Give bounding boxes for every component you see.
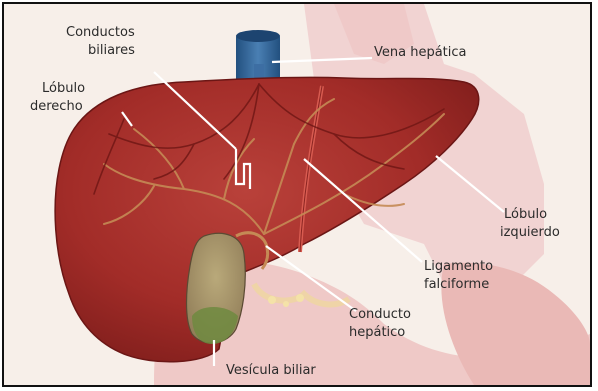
- label-ligamento-1: Ligamento: [424, 259, 493, 274]
- diagram-frame: Conductos biliares Lóbulo derecho Vena h…: [2, 2, 592, 387]
- label-conductos-1: Conductos: [66, 25, 135, 40]
- label-lobulo-izquierdo-2: izquierdo: [500, 225, 560, 240]
- label-lobulo-izquierdo-1: Lóbulo: [504, 207, 547, 222]
- label-conducto-2: hepático: [349, 325, 405, 340]
- label-vesicula-biliar: Vesícula biliar: [226, 363, 316, 378]
- label-ligamento-2: falciforme: [424, 277, 489, 292]
- label-vena-hepatica: Vena hepática: [374, 45, 467, 60]
- liver-diagram: Conductos biliares Lóbulo derecho Vena h…: [4, 4, 590, 385]
- label-conducto-1: Conducto: [349, 307, 411, 322]
- label-lobulo-derecho-2: derecho: [30, 99, 83, 114]
- label-lobulo-derecho-1: Lóbulo: [42, 81, 85, 96]
- label-conductos-2: biliares: [88, 43, 135, 58]
